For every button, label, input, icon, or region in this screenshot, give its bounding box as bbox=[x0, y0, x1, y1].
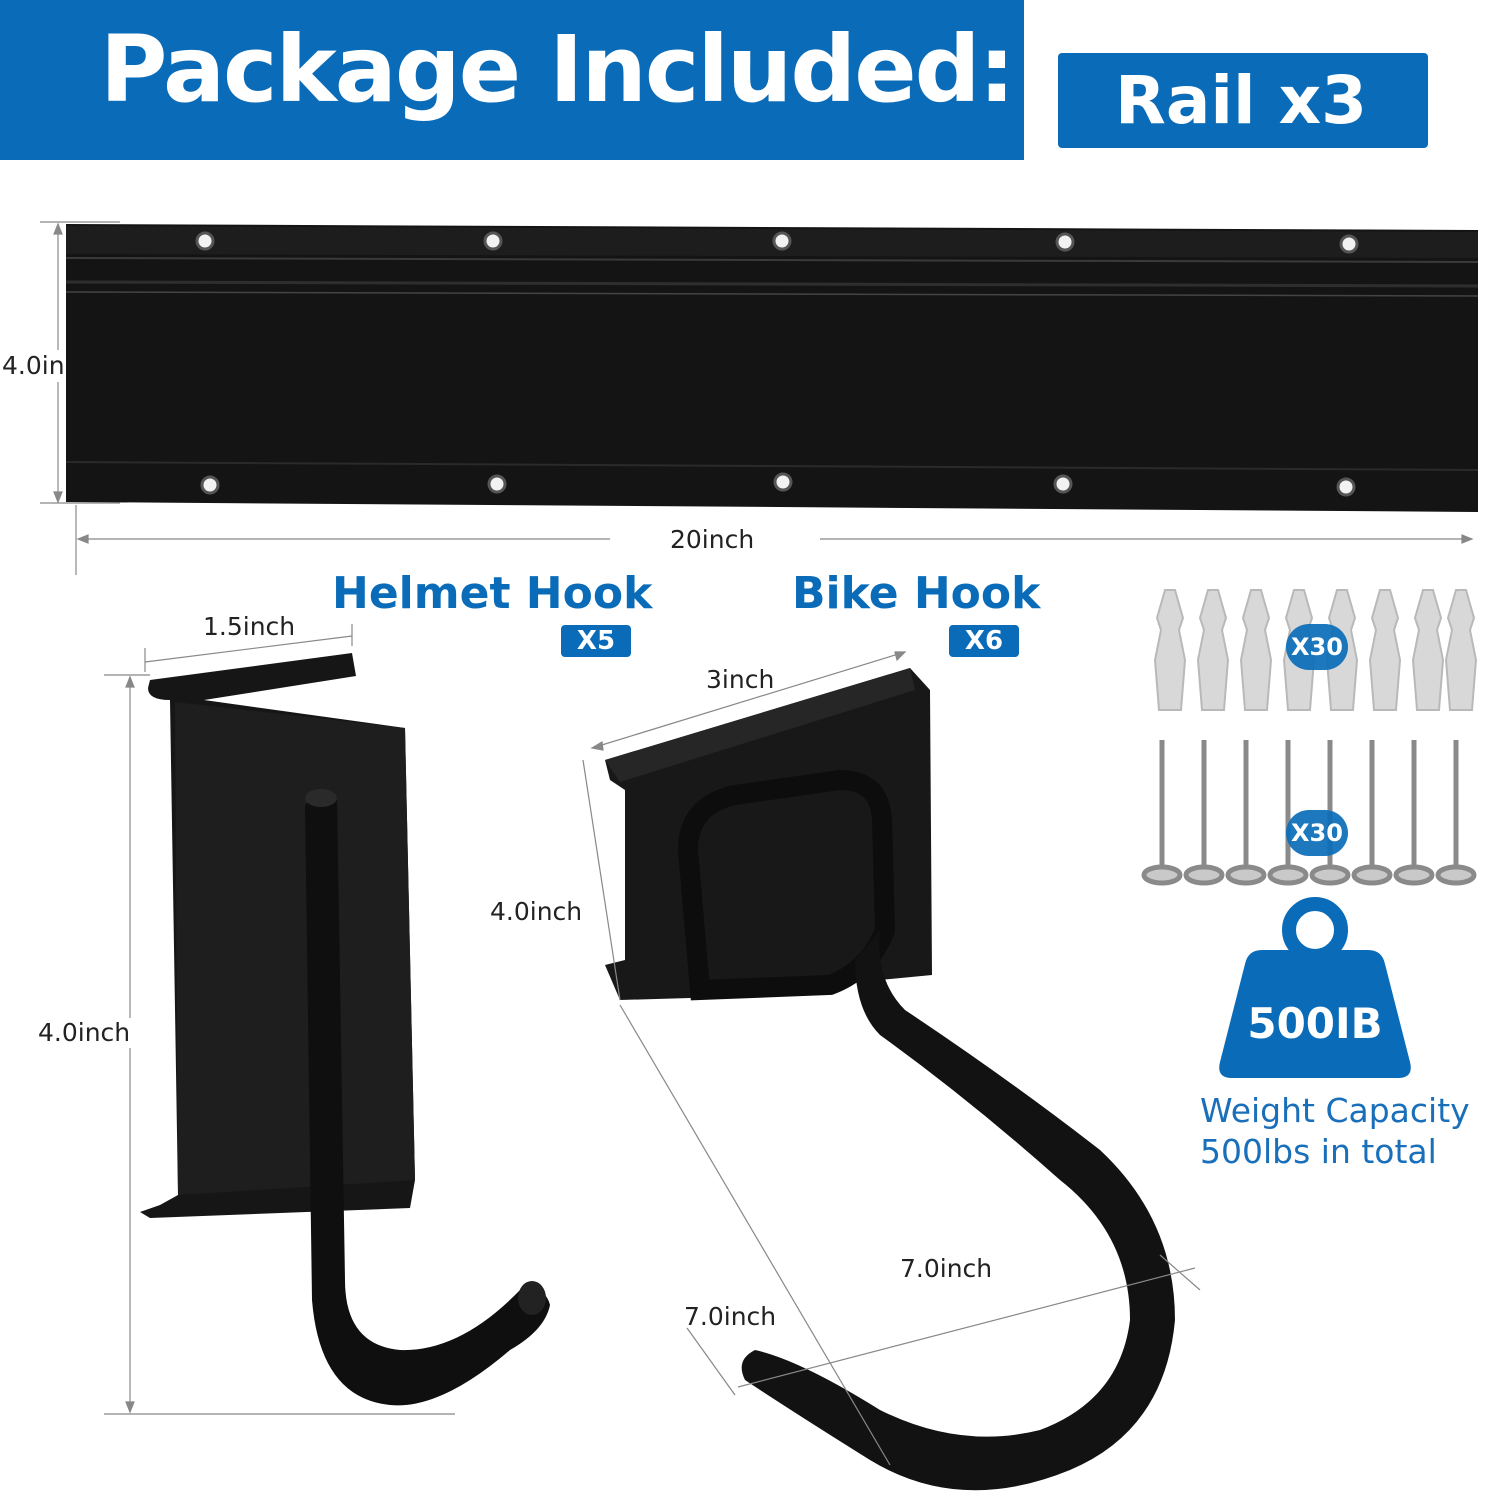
weight-badge-label: 500IB bbox=[1247, 999, 1383, 1048]
rail-height-label: 4.0in bbox=[2, 351, 65, 380]
bike-hook-height-label: 4.0inch bbox=[490, 897, 583, 926]
bike-hook-opening-label: 7.0inch bbox=[684, 1302, 777, 1331]
helmet-hook-image bbox=[140, 653, 550, 1406]
helmet-hook-title: Helmet Hook bbox=[332, 568, 653, 619]
rail-image bbox=[65, 224, 1479, 512]
screws-image bbox=[1141, 740, 1477, 886]
page-title: Package Included: bbox=[100, 16, 1015, 123]
title-banner bbox=[0, 0, 1024, 160]
helmet-hook-height-label: 4.0inch bbox=[38, 1018, 131, 1047]
rail-quantity-badge bbox=[1058, 53, 1428, 148]
rail-mounting-hole bbox=[773, 472, 793, 492]
bike-hook-width-label: 3inch bbox=[706, 665, 775, 694]
helmet-hook-width-label: 1.5inch bbox=[203, 612, 296, 641]
anchors-quantity-label: X30 bbox=[1291, 633, 1343, 661]
rail-mounting-hole bbox=[195, 231, 215, 251]
weight-icon bbox=[1219, 897, 1411, 1078]
bike-hook-dimension-lines bbox=[582, 651, 1201, 1466]
rail-mounting-hole bbox=[483, 231, 503, 251]
rail-mounting-hole bbox=[200, 475, 220, 495]
rail-mounting-hole bbox=[1055, 232, 1075, 252]
rail-mounting-hole bbox=[1053, 474, 1073, 494]
bike-hook-title: Bike Hook bbox=[792, 568, 1041, 619]
rail-width-label: 20inch bbox=[670, 525, 755, 554]
rail-mounting-hole bbox=[487, 474, 507, 494]
rail-dimension-lines bbox=[40, 221, 1474, 575]
rail-quantity-label: Rail x3 bbox=[1115, 62, 1368, 139]
anchors-qty-badge-bg bbox=[1286, 624, 1348, 670]
bike-hook-image bbox=[605, 668, 1175, 1491]
capacity-line-2: 500lbs in total bbox=[1200, 1132, 1437, 1171]
screws-qty-badge-bg bbox=[1286, 810, 1348, 856]
capacity-line-1: Weight Capacity bbox=[1200, 1091, 1470, 1130]
helmet-hook-quantity-badge: X5 bbox=[561, 625, 631, 657]
rail-mounting-hole bbox=[1339, 234, 1359, 254]
helmet-hook-dimension-lines bbox=[104, 624, 455, 1415]
bike-hook-length-label: 7.0inch bbox=[900, 1254, 993, 1283]
rail-mounting-hole bbox=[1336, 477, 1356, 497]
bike-hook-quantity-badge: X6 bbox=[949, 625, 1019, 657]
rail-mounting-hole bbox=[772, 231, 792, 251]
screws-quantity-label: X30 bbox=[1291, 819, 1343, 847]
